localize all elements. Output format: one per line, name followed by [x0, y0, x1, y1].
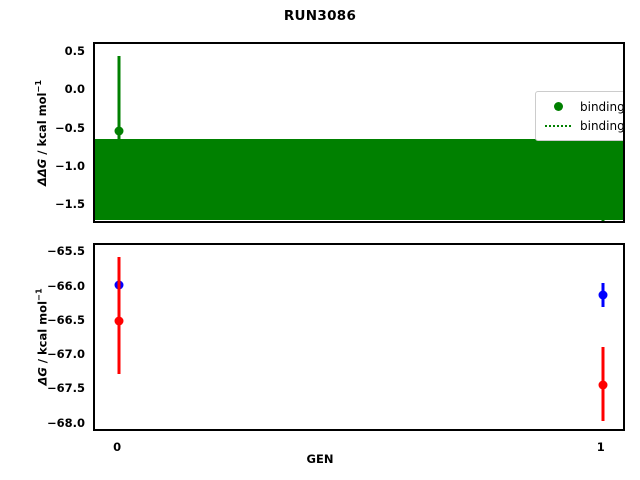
- y-tick-mark: [93, 390, 95, 392]
- y-tick-label: −0.5: [54, 120, 85, 135]
- error-bar: [601, 147, 605, 221]
- legend-entry[interactable]: binding (all GENS): [543, 116, 625, 135]
- y-tick-label: −68.0: [46, 415, 85, 430]
- y-tick-label: −67.5: [46, 381, 85, 396]
- legend-marker-dot-icon: [553, 102, 563, 111]
- data-point-marker[interactable]: [598, 185, 608, 195]
- top-ylabel-exponent: −1: [33, 79, 44, 93]
- x-tick-mark: [119, 221, 121, 223]
- top-panel-y-axis-label: ΔΔG / kcal mol−1: [33, 79, 49, 185]
- y-tick-mark: [93, 322, 95, 324]
- top-panel-legend[interactable]: binding binding (all GENS): [535, 91, 625, 141]
- bottom-panel-y-axis-label: ΔG / kcal mol−1: [33, 288, 49, 385]
- x-tick-label: 0: [113, 440, 122, 454]
- y-tick-label: 0.0: [64, 82, 85, 97]
- data-point-marker[interactable]: [598, 290, 608, 300]
- x-tick-mark: [603, 221, 605, 223]
- bottom-panel-axes: solventcomplex: [93, 243, 625, 431]
- x-tick-mark: [119, 429, 121, 431]
- legend-marker-handle: [543, 102, 573, 111]
- y-tick-label: −1.0: [54, 158, 85, 173]
- error-bar: [117, 256, 121, 374]
- y-tick-mark: [93, 91, 95, 93]
- y-tick-mark: [93, 425, 95, 427]
- y-tick-mark: [93, 53, 95, 55]
- legend-entry[interactable]: binding: [543, 97, 625, 116]
- legend-line-handle: [543, 124, 573, 127]
- top-panel-axes: binding binding (all GENS): [93, 42, 625, 223]
- y-tick-mark: [93, 253, 95, 255]
- data-point-marker[interactable]: [598, 380, 608, 390]
- y-tick-label: 0.5: [64, 44, 85, 59]
- data-point-marker[interactable]: [114, 316, 124, 326]
- legend-dotted-line-icon: [545, 124, 571, 127]
- data-point-marker[interactable]: [114, 126, 124, 136]
- y-tick-label: −65.5: [46, 244, 85, 259]
- y-tick-label: −66.5: [46, 312, 85, 327]
- y-tick-mark: [93, 288, 95, 290]
- x-tick-mark: [603, 429, 605, 431]
- legend-label: binding: [580, 99, 625, 114]
- legend-label: binding (all GENS): [580, 118, 625, 133]
- top-ylabel-symbol: ΔΔG: [34, 158, 49, 186]
- error-bar: [117, 56, 121, 216]
- y-tick-label: −66.0: [46, 278, 85, 293]
- x-tick-label: 1: [596, 440, 605, 454]
- top-ylabel-units: / kcal mol: [34, 92, 49, 159]
- y-tick-mark: [93, 356, 95, 358]
- y-tick-label: −67.0: [46, 347, 85, 362]
- all-gens-dotted-envelope: [95, 138, 623, 220]
- figure-title: RUN3086: [283, 8, 357, 24]
- bottom-ylabel-exponent: −1: [33, 288, 44, 301]
- y-tick-label: −1.5: [54, 196, 85, 211]
- x-axis-label: GEN: [306, 452, 334, 466]
- y-tick-mark: [93, 130, 95, 132]
